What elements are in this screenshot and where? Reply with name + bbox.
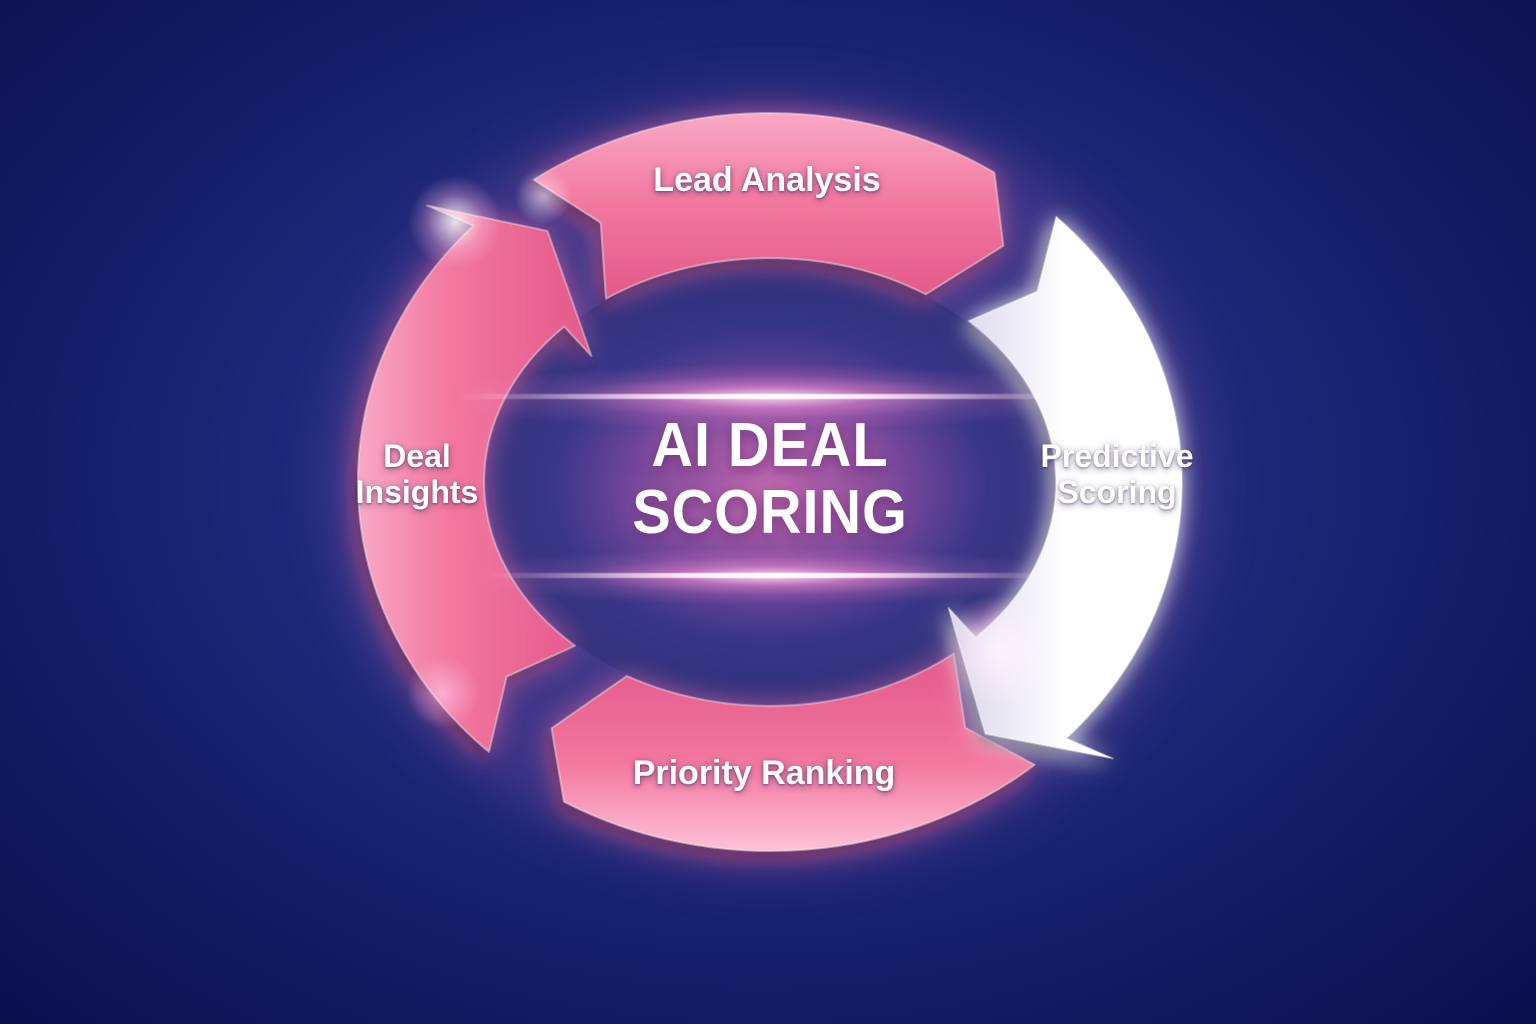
step-label-text: Predictive xyxy=(1040,438,1194,474)
step-label-text: Scoring xyxy=(1057,474,1177,511)
step-label-predictive-scoring: Predictive Scoring xyxy=(1041,438,1194,511)
step-label-priority-ranking: Priority Ranking xyxy=(633,754,896,793)
step-label-deal-insights: Deal Insights xyxy=(356,438,479,511)
step-label-lead-analysis: Lead Analysis xyxy=(653,161,880,200)
step-label-text: Insights xyxy=(355,474,479,511)
step-label-text: Lead Analysis xyxy=(653,161,881,199)
diagram-title-line1: AI DEAL xyxy=(651,411,889,480)
diagram-title: AI DEAL SCORING xyxy=(632,412,908,546)
step-label-text: Priority Ranking xyxy=(632,754,896,792)
diagram-title-line2: SCORING xyxy=(632,478,908,547)
step-label-text: Deal xyxy=(383,438,451,474)
